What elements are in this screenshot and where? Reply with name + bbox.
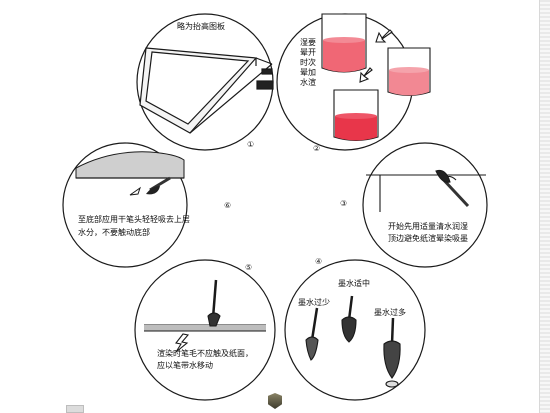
slide-thumbnail-icon[interactable] [66,405,84,413]
drawing-board [139,47,274,134]
panel-6-caption-line2: 水分，不要触动底部 [78,228,150,237]
brushes [305,295,401,388]
panel-2-caption: 湿要晕开时次晕加水渲 [300,38,316,87]
panel-4-label-mid: 墨水适中 [338,279,370,288]
panel-5-caption-line2: 应以笔带水移动 [157,361,213,370]
panel-3-caption-line2: 顶边避免纸渲晕染吸墨 [388,234,468,243]
panel-3-circle [362,142,488,268]
panel-5-circle [134,259,276,401]
panel-5-number: ⑤ [245,263,253,272]
shield-nav-icon[interactable] [268,393,282,409]
panel-4-circle [284,259,426,401]
panel-6-number: ⑥ [224,201,232,210]
panel-6-caption-line1: 至底部应用干笔头轻轻吸去上层 [78,215,190,224]
panel-4-label-low: 墨水过少 [298,298,330,307]
wet-edge-scene [366,169,486,212]
blotting-scene [75,151,185,196]
side-scrollbar[interactable] [539,0,550,413]
panel-5-caption-line1: 渲染时笔毛不应触及纸面， [157,349,253,358]
wash-bottom-scene [144,279,266,353]
panel-1-caption: 略为抬高图板 [177,22,225,31]
panel-1-number: ① [247,140,255,149]
panel-3-caption-line1: 开始先用适量清水润湿 [388,222,468,231]
panel-4-number: ④ [315,257,323,266]
panel-3-number: ③ [340,199,348,208]
beakers [321,13,431,142]
panel-4-label-high: 墨水过多 [374,308,406,317]
panel-6-circle [62,142,188,268]
panel-2-number: ② [313,144,321,153]
